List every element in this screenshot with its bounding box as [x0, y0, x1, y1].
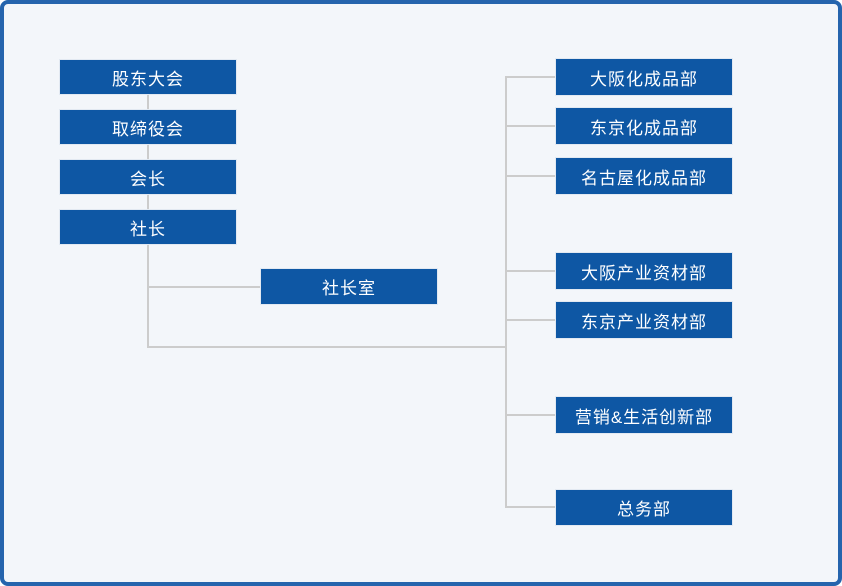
- node-label: 社长室: [322, 279, 376, 298]
- connector-stub-dept-4: [505, 270, 555, 272]
- node-label: 取缔役会: [112, 119, 184, 139]
- node-label: 总务部: [617, 500, 671, 519]
- connector-stub-dept-7: [505, 506, 555, 508]
- connector-main-horizontal: [147, 346, 507, 348]
- connector-stub-dept-1: [505, 76, 555, 78]
- connector-stub-dept-5: [505, 319, 555, 321]
- node-president-office: 社长室: [260, 268, 438, 305]
- connector-stub-dept-3: [505, 175, 555, 177]
- node-marketing-life-innovation-dept: 营销&生活创新部: [555, 396, 733, 434]
- connector-chain-3-4: [147, 195, 149, 209]
- connector-stub-dept-2: [505, 125, 555, 127]
- node-shareholders-meeting: 股东大会: [59, 59, 237, 95]
- connector-stub-dept-6: [505, 414, 555, 416]
- connector-chain-1-2: [147, 95, 149, 109]
- node-nagoya-chemical-products-dept: 名古屋化成品部: [555, 157, 733, 195]
- connector-departments-spine: [505, 76, 507, 508]
- node-label: 大阪化成品部: [590, 69, 698, 89]
- node-label: 股东大会: [112, 69, 184, 89]
- node-label: 名古屋化成品部: [581, 168, 707, 188]
- node-label: 大阪产业资材部: [581, 263, 707, 283]
- node-label: 会长: [130, 169, 166, 189]
- node-osaka-chemical-products-dept: 大阪化成品部: [555, 58, 733, 96]
- node-tokyo-chemical-products-dept: 东京化成品部: [555, 107, 733, 145]
- node-label: 东京化成品部: [590, 118, 698, 138]
- connector-president-drop: [147, 245, 149, 348]
- node-board-of-directors: 取缔役会: [59, 109, 237, 145]
- node-label: 东京产业资材部: [581, 312, 707, 332]
- node-label: 营销&生活创新部: [574, 407, 714, 427]
- connector-president-office-branch: [149, 286, 260, 288]
- node-chairman: 会长: [59, 159, 237, 195]
- node-label: 社长: [130, 219, 166, 239]
- node-tokyo-industrial-materials-dept: 东京产业资材部: [555, 301, 733, 339]
- node-general-affairs-dept: 总务部: [555, 489, 733, 526]
- node-osaka-industrial-materials-dept: 大阪产业资材部: [555, 252, 733, 290]
- connector-chain-2-3: [147, 145, 149, 159]
- node-president: 社长: [59, 209, 237, 245]
